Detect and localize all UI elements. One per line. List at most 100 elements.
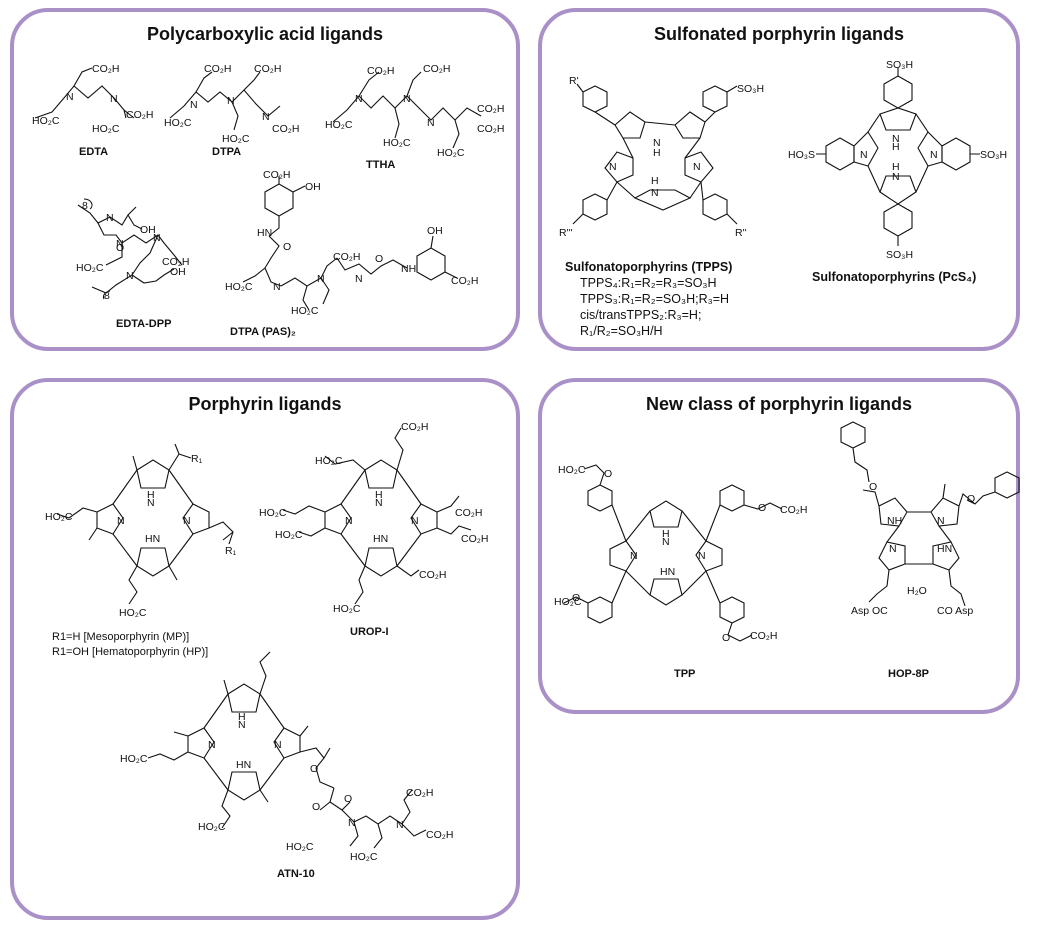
n-label: N: [355, 273, 363, 285]
n-label: N: [208, 739, 216, 751]
n-label: N: [147, 497, 155, 509]
porphyrin-core: [604, 111, 714, 211]
o-label: O: [869, 481, 877, 493]
compound-label-hop-8p: HOP-8P: [888, 668, 929, 680]
n-label: N: [698, 550, 706, 562]
co2h-label: CO₂H: [254, 63, 281, 75]
panel-title: New class of porphyrin ligands: [645, 394, 913, 414]
n-label: N: [110, 93, 118, 105]
tpps-structure: R' SO₃H N H N N H N R''' R'': [559, 75, 764, 239]
ttha-structure: CO₂H CO₂H HO₂C N N N CO₂H CO₂H HO₂C HO₂C: [325, 63, 504, 159]
ho2c-label: HO₂C: [437, 147, 465, 159]
n-label: N: [355, 93, 363, 105]
co2h-label: CO₂H: [455, 507, 482, 519]
tpp-structure: HO₂C O O CO₂H HO₂C O O CO₂H H N N N HN: [554, 464, 807, 644]
compound-label-ttha: TTHA: [366, 159, 396, 171]
o-label: O: [758, 502, 766, 514]
tpps-note-line: R₁/R₂=SO₃H/H: [580, 324, 663, 338]
hn-label: HN: [373, 533, 388, 545]
h-label: H: [892, 161, 900, 173]
n-label: N: [117, 515, 125, 527]
n-label: N: [375, 497, 383, 509]
o-label: O: [375, 253, 383, 265]
co2h-label: CO₂H: [477, 103, 504, 115]
compound-label-tpps: Sulfonatoporphyrins (TPPS): [565, 260, 733, 274]
tpps-note-line: TPPS₃:R₁=R₂=SO₃H;R₃=H: [580, 292, 730, 306]
nh-label: NH: [887, 515, 902, 527]
n-label: N: [345, 515, 353, 527]
ho2c-label: HO₂C: [275, 529, 303, 541]
n-label: N: [403, 93, 411, 105]
h-label: H: [662, 528, 670, 540]
hn-label: HN: [660, 566, 675, 578]
r-prime-label: R': [569, 75, 579, 87]
so3h-label: SO₃H: [980, 149, 1007, 161]
o-label: O: [283, 241, 291, 253]
compound-label-edta: EDTA: [79, 146, 109, 158]
oh-label: OH: [170, 266, 186, 278]
n-label: N: [937, 515, 945, 527]
co2h-label: CO₂H: [477, 123, 504, 135]
n-label: N: [227, 95, 235, 107]
co2h-label: CO₂H: [451, 275, 478, 287]
so3h-label: SO₃H: [886, 59, 913, 71]
mp-note-line: R1=H [Mesoporphyrin (MP)]: [52, 631, 190, 643]
hn-label: HN: [236, 759, 251, 771]
edta-dpp-structure: 8 8 N OH O N N CO₂H HO₂C N OH: [76, 198, 189, 302]
hn-label: HN: [145, 533, 160, 545]
n-label: N: [892, 171, 900, 183]
nh-label: NH: [401, 263, 416, 275]
h-label: H: [892, 141, 900, 153]
o-label: O: [116, 242, 124, 254]
n-label: N: [106, 212, 114, 224]
mesoporphyrin-structure: R₁ R₁ H N N N HN HO₂C HO₂C: [45, 443, 237, 619]
hn-label: HN: [257, 227, 272, 239]
compound-label-pcs4: Sulfonatoporphyrins (PcS₄): [812, 270, 977, 284]
mp-hp-notes: R1=H [Mesoporphyrin (MP)] R1=OH [Hematop…: [52, 630, 208, 660]
ho2c-label: HO₂C: [291, 305, 319, 317]
n-label: N: [427, 117, 435, 129]
compound-label-atn-10: ATN-10: [277, 868, 315, 880]
ho2c-label: HO₂C: [315, 455, 343, 467]
oh-label: OH: [305, 181, 321, 193]
n-label: N: [651, 187, 659, 199]
n-label: N: [411, 515, 419, 527]
compound-label-tpp: TPP: [674, 668, 696, 680]
ho2c-label: HO₂C: [286, 841, 314, 853]
h-label: H: [375, 489, 383, 501]
compound-label-edta-dpp: EDTA-DPP: [116, 318, 172, 330]
panel-sulfonated: Sulfonated porphyrin ligands: [538, 8, 1020, 351]
ho2c-label: HO₂C: [225, 281, 253, 293]
ho2c-label: HO₂C: [383, 137, 411, 149]
n-label: N: [183, 515, 191, 527]
n-label: N: [653, 137, 661, 149]
hn-label: HN: [937, 543, 952, 555]
h-label: H: [651, 175, 659, 187]
n-label: N: [396, 819, 404, 831]
r1-label: R₁: [191, 453, 203, 465]
h-label: H: [653, 147, 661, 159]
compound-label-urop-i: UROP-I: [350, 626, 389, 638]
dtpa-pas2-structure: CO₂H OH HN O HO₂C N CO₂H N N HO₂C O NH O…: [225, 169, 478, 317]
co2h-label: CO₂H: [461, 533, 488, 545]
dtpa-structure: CO₂H CO₂H HO₂C N N N CO₂H HO₂C: [164, 63, 299, 145]
co2h-label: CO₂H: [367, 65, 394, 77]
compound-label-dtpa: DTPA: [212, 146, 242, 158]
o-label: O: [967, 493, 975, 505]
panel-porphyrin: Porphyrin ligands: [10, 378, 520, 920]
co2h-label: CO₂H: [204, 63, 231, 75]
ho2c-label: HO₂C: [76, 262, 104, 274]
ho2c-label: HO₂C: [325, 119, 353, 131]
n-label: N: [630, 550, 638, 562]
ho2c-label: HO₂C: [259, 507, 287, 519]
o-label: O: [344, 793, 352, 805]
tpps-note-line: cis/transTPPS₂:R₃=H;: [580, 308, 702, 322]
ho2c-label: HO₂C: [32, 115, 60, 127]
h-label: H: [238, 711, 246, 723]
h2o-label: H₂O: [907, 585, 927, 597]
n-label: N: [238, 719, 246, 731]
panel-newclass: New class of porphyrin ligands: [538, 378, 1020, 714]
co2h-label: CO₂H: [406, 787, 433, 799]
o-label: O: [572, 592, 580, 604]
ho2c-label: HO₂C: [198, 821, 226, 833]
